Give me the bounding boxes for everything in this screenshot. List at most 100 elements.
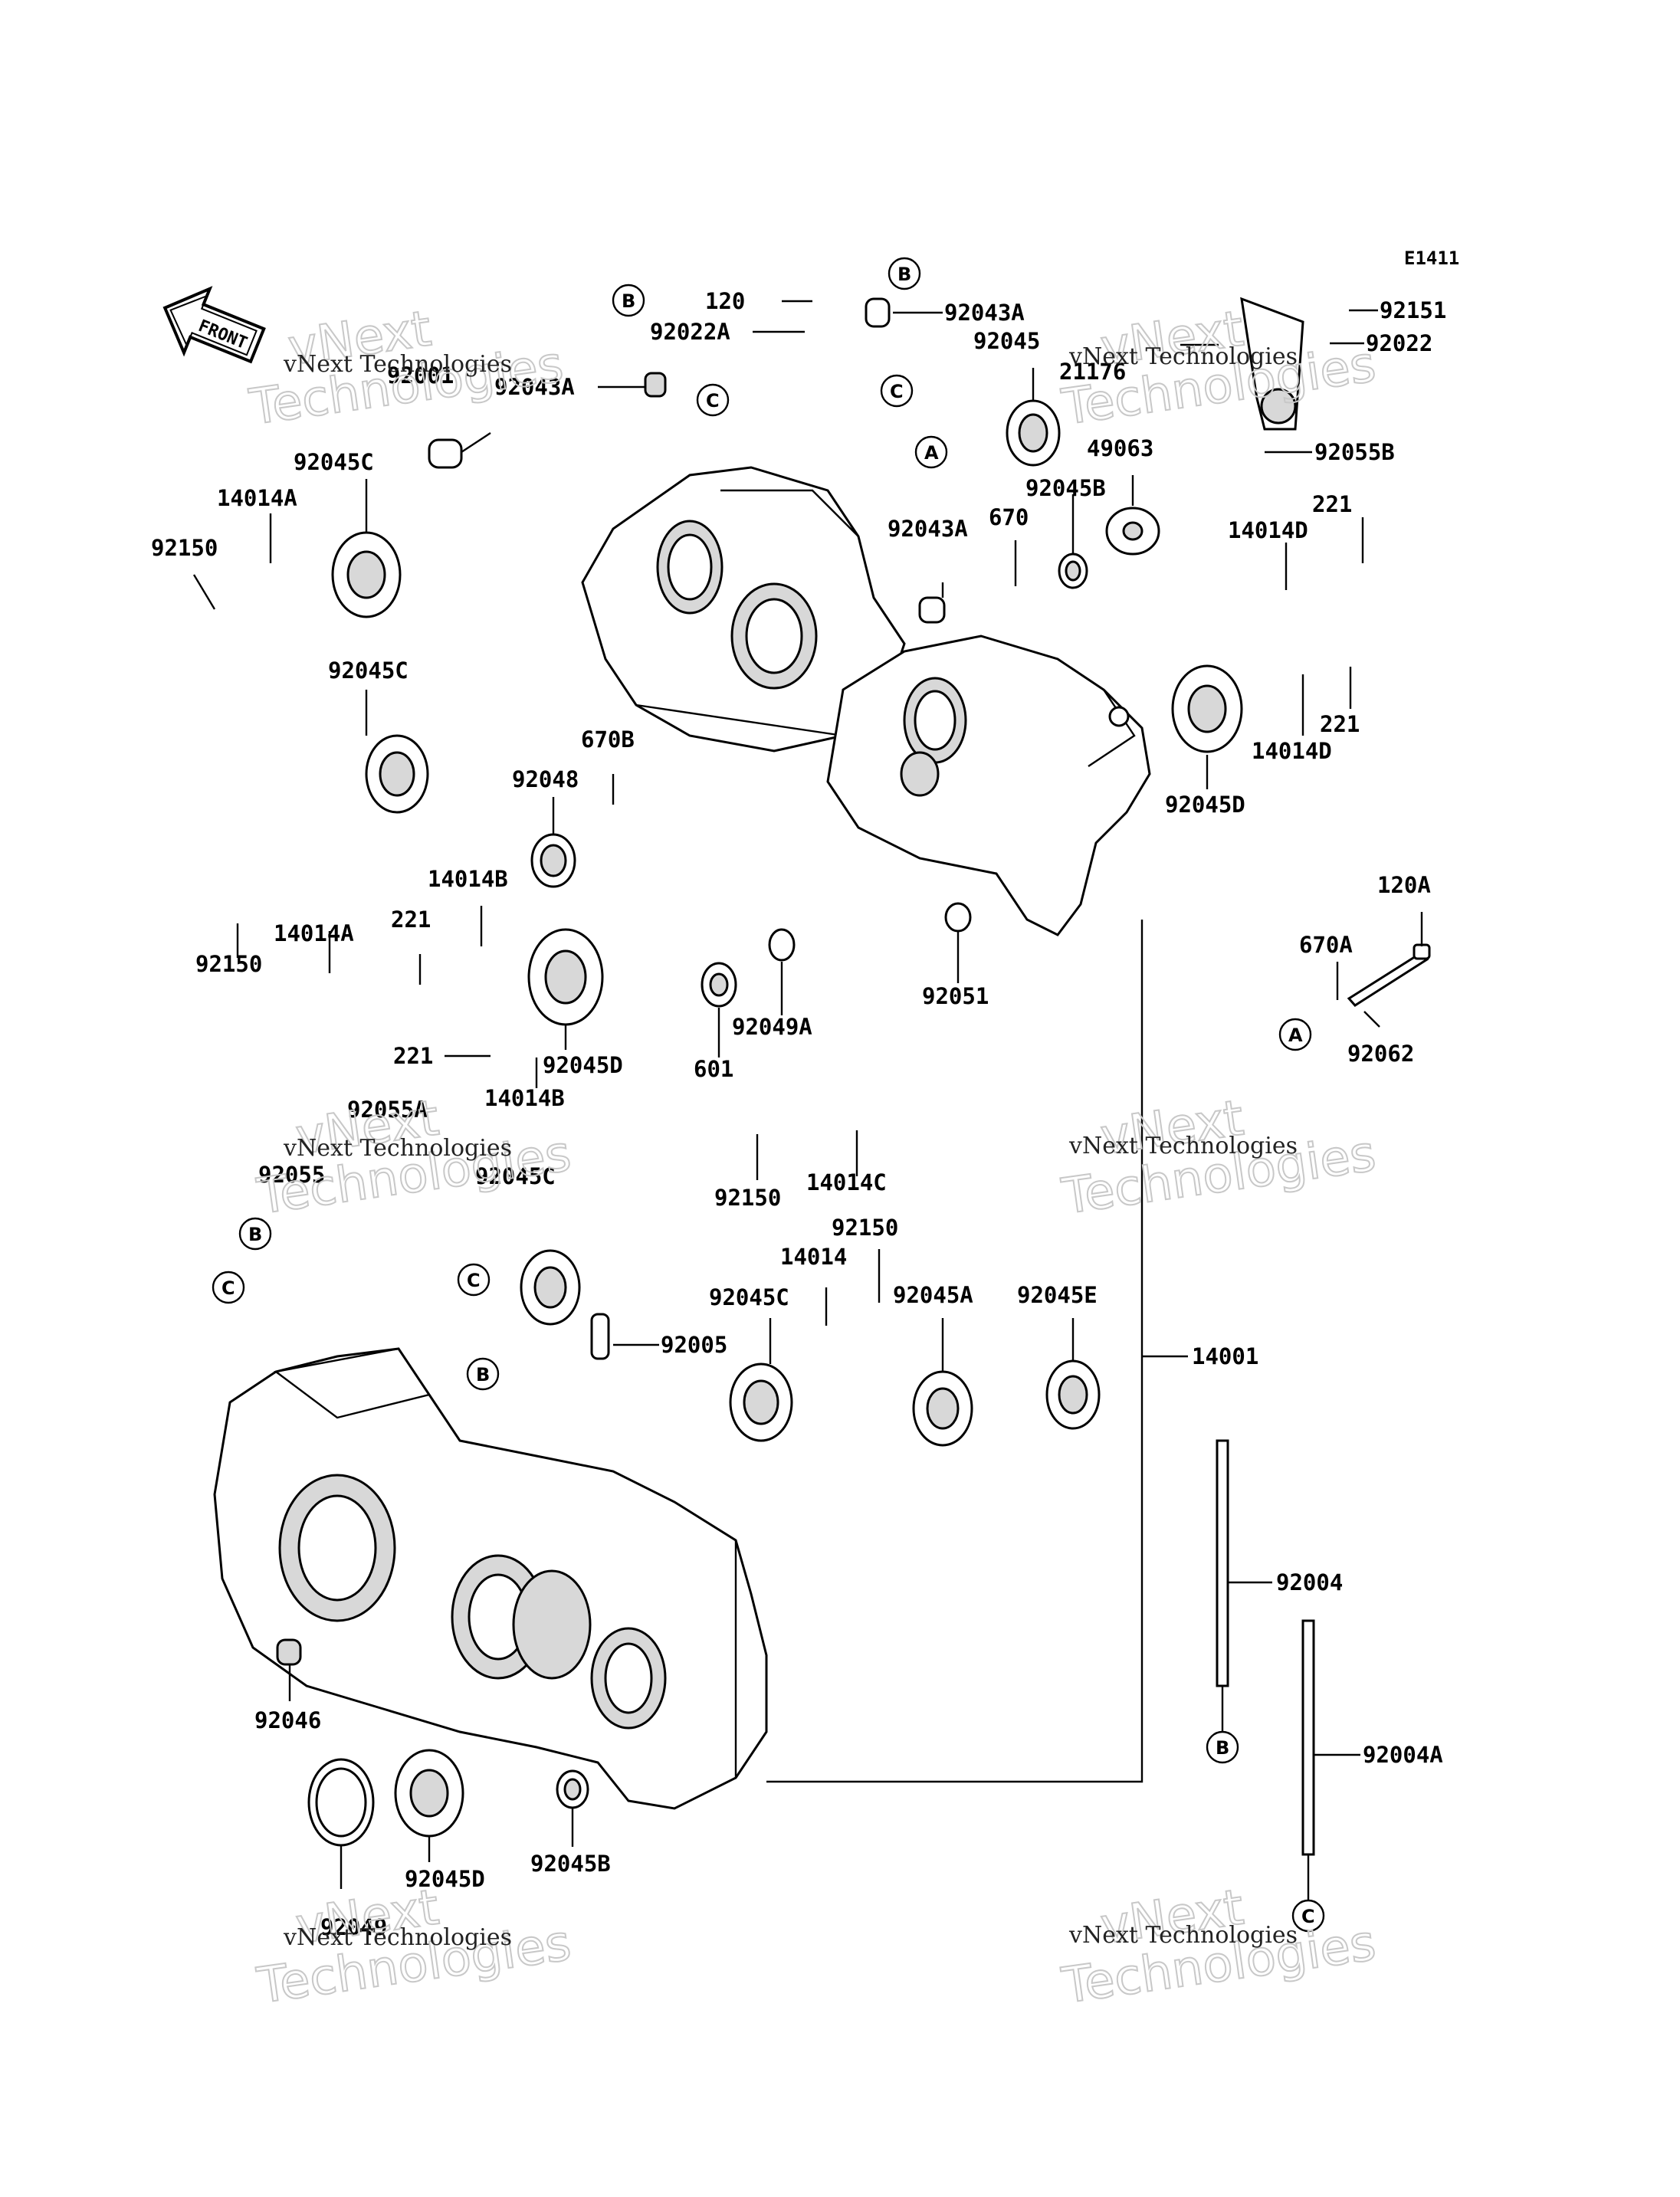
- label-221-4: 221: [1320, 711, 1360, 737]
- pipe-92062: [1347, 943, 1431, 1007]
- stud-92004: [1216, 1439, 1229, 1687]
- front-arrow-icon: FRONT: [162, 286, 266, 364]
- plug-92046: [276, 1638, 302, 1666]
- bushing-49063: [1105, 507, 1160, 556]
- label-92045c-2: 92045C: [328, 657, 409, 684]
- svg-text:B: B: [897, 264, 911, 285]
- label-92045c-1: 92045C: [294, 449, 374, 475]
- label-14014d-2: 14014D: [1252, 738, 1332, 764]
- bearing-92045c-2: [365, 734, 429, 814]
- bearing-92045c-4: [729, 1362, 793, 1442]
- ref-circle-b-1: B: [612, 284, 645, 317]
- label-92048: 92048: [512, 766, 579, 792]
- label-92005: 92005: [661, 1332, 727, 1358]
- svg-text:C: C: [706, 390, 720, 412]
- upper-crankcase-left: [581, 466, 906, 753]
- label-92046: 92046: [254, 1707, 321, 1733]
- label-92045b-2: 92045B: [530, 1851, 611, 1877]
- label-221-2: 221: [393, 1043, 433, 1069]
- label-14014c: 14014C: [806, 1169, 887, 1195]
- watermark-text-1: vNext Technologies: [283, 351, 512, 378]
- diagram-code: E1411: [1404, 248, 1459, 269]
- label-92150-1: 92150: [151, 535, 218, 561]
- bearing-92045d-2: [1171, 664, 1243, 753]
- ref-circle-b-4: B: [466, 1357, 500, 1391]
- ref-circle-a-1: A: [914, 435, 948, 469]
- label-92055: 92055: [258, 1162, 325, 1188]
- label-14014b-2: 14014B: [484, 1085, 565, 1111]
- ref-circle-c-4: C: [457, 1263, 491, 1297]
- svg-text:C: C: [467, 1270, 481, 1291]
- ref-circle-c-5: C: [1291, 1899, 1325, 1933]
- seal-92049a: [768, 928, 796, 962]
- label-14014d-1: 14014D: [1228, 517, 1308, 543]
- label-14014a-2: 14014A: [274, 920, 354, 946]
- seal-92051: [944, 902, 972, 933]
- watermark-text-4: vNext Technologies: [1068, 1133, 1298, 1159]
- label-92004a: 92004A: [1363, 1742, 1443, 1768]
- ref-circle-c-3: C: [212, 1271, 245, 1304]
- label-221-3: 221: [1312, 491, 1352, 517]
- svg-text:B: B: [248, 1224, 262, 1245]
- ref-circle-c-2: C: [880, 374, 914, 408]
- svg-text:C: C: [890, 381, 904, 402]
- label-92062: 92062: [1347, 1041, 1414, 1067]
- svg-text:B: B: [1216, 1737, 1229, 1759]
- label-92045d-3: 92045D: [405, 1866, 485, 1892]
- label-92022: 92022: [1366, 330, 1432, 356]
- label-92045c-3: 92045C: [475, 1163, 556, 1189]
- bearing-92045d-3: [394, 1749, 464, 1838]
- bearing-92045d-1: [527, 928, 604, 1026]
- label-14014: 14014: [780, 1244, 847, 1270]
- watermark-text-5: vNext Technologies: [283, 1924, 512, 1951]
- label-92150-3: 92150: [714, 1185, 781, 1211]
- label-14001: 14001: [1192, 1343, 1258, 1369]
- bearing-92045c-1: [331, 531, 402, 618]
- label-92055b: 92055B: [1314, 439, 1395, 465]
- bearing-92045b-2: [556, 1769, 589, 1809]
- label-92151: 92151: [1380, 297, 1446, 323]
- ref-circle-a-2: A: [1278, 1018, 1312, 1051]
- dowel-92043a-top: [865, 297, 891, 328]
- svg-text:C: C: [221, 1277, 235, 1299]
- label-92043a-left: 92043A: [494, 374, 575, 400]
- watermark-text-6: vNext Technologies: [1068, 1922, 1298, 1949]
- label-120a: 120A: [1377, 872, 1431, 898]
- bearing-601: [701, 962, 737, 1008]
- label-14014b-1: 14014B: [428, 866, 508, 892]
- bushing-92001: [428, 438, 463, 469]
- svg-text:B: B: [622, 290, 635, 312]
- label-21176: 21176: [1059, 359, 1126, 385]
- label-92043a-top: 92043A: [944, 300, 1025, 326]
- ref-circle-c-1: C: [696, 383, 730, 417]
- svg-text:A: A: [1288, 1025, 1303, 1046]
- bearing-92045b-1: [1058, 553, 1088, 589]
- label-49063: 49063: [1087, 435, 1153, 461]
- label-670: 670: [989, 504, 1029, 530]
- bearing-92045-top: [1006, 399, 1061, 467]
- ref-circle-b-3: B: [238, 1217, 272, 1251]
- bearing-92045c-3: [520, 1249, 581, 1326]
- label-92049a: 92049A: [732, 1014, 812, 1040]
- dowel-92005: [590, 1313, 610, 1360]
- oil-seal-92049: [307, 1758, 375, 1847]
- label-670a: 670A: [1299, 932, 1353, 958]
- ref-circle-b-5: B: [1206, 1730, 1239, 1764]
- label-92045d-1: 92045D: [543, 1052, 623, 1078]
- lower-crankcase: [213, 1347, 768, 1810]
- label-120: 120: [705, 288, 745, 314]
- watermark-text-3: vNext Technologies: [283, 1135, 512, 1162]
- dowel-92043a-mid: [918, 596, 946, 624]
- label-92001: 92001: [387, 362, 454, 389]
- label-92043a-mid: 92043A: [888, 516, 968, 542]
- label-92055a: 92055A: [347, 1097, 428, 1123]
- label-601: 601: [694, 1056, 733, 1082]
- part-labels: 120 92043A 92022A 92045 92001 92043A 920…: [151, 288, 1446, 1940]
- label-92045d-2: 92045D: [1165, 792, 1245, 818]
- label-221-1: 221: [391, 907, 431, 933]
- leader-lines: [192, 300, 1423, 1900]
- seal-92048: [530, 833, 576, 888]
- stud-92004a: [1301, 1619, 1315, 1856]
- label-92045c-4: 92045C: [709, 1284, 789, 1310]
